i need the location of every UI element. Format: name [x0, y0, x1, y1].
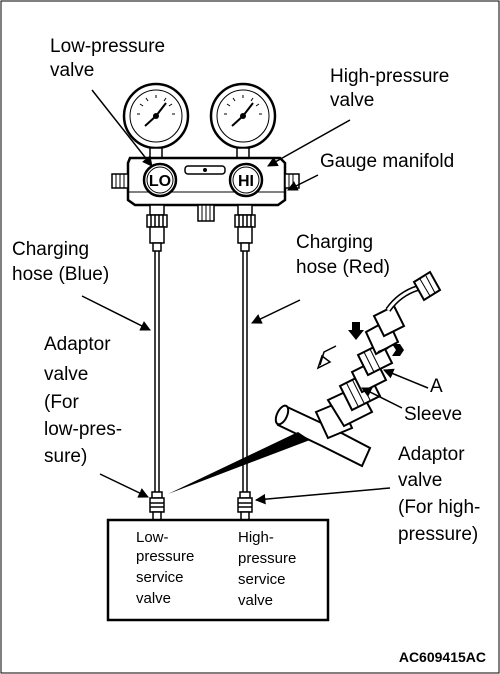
high-pressure-gauge	[209, 82, 277, 159]
svg-text:(For high-: (For high-	[398, 497, 480, 518]
detail-arrows	[316, 322, 404, 370]
label-charging-hose-blue: Charging hose (Blue)	[12, 239, 109, 285]
hi-valve-knob: HI	[228, 162, 264, 198]
svg-text:(For: (For	[44, 392, 80, 413]
svg-text:Low-: Low-	[136, 529, 169, 546]
svg-text:Charging: Charging	[296, 232, 373, 253]
svg-text:valve: valve	[330, 90, 374, 111]
svg-text:sure): sure)	[44, 446, 87, 467]
svg-text:valve: valve	[238, 592, 273, 609]
label-a: A	[430, 376, 443, 397]
leader-lines	[81, 89, 429, 505]
svg-text:service: service	[238, 571, 286, 588]
svg-text:low-pres-: low-pres-	[44, 419, 122, 440]
svg-text:hose (Blue): hose (Blue)	[12, 264, 109, 285]
label-low-pressure-valve: Low-pressure valve	[50, 36, 165, 81]
lo-badge: LO	[149, 173, 171, 190]
low-pressure-gauge	[122, 82, 190, 159]
svg-text:High-: High-	[238, 529, 274, 546]
svg-text:Adaptor: Adaptor	[398, 444, 465, 465]
gauge-manifold-body	[111, 156, 300, 222]
lo-valve-knob: LO	[142, 162, 178, 198]
adaptor-detail-view	[274, 270, 442, 468]
svg-text:valve: valve	[136, 590, 171, 607]
svg-text:Sleeve: Sleeve	[404, 404, 462, 425]
svg-text:service: service	[136, 569, 184, 586]
label-gauge-manifold: Gauge manifold	[320, 151, 454, 172]
label-high-pressure-valve: High-pressure valve	[330, 66, 449, 111]
high-hose-fitting	[234, 204, 256, 252]
svg-text:Low-pressure: Low-pressure	[50, 36, 165, 57]
zoom-pointer	[168, 432, 310, 494]
label-sleeve: Sleeve	[404, 404, 462, 425]
high-adaptor-valve	[237, 491, 253, 521]
svg-text:A: A	[430, 376, 443, 397]
label-low-service-valve: Low- pressure service valve	[136, 529, 194, 607]
svg-text:Charging: Charging	[12, 239, 89, 260]
charging-hoses	[154, 251, 248, 492]
svg-text:Adaptor: Adaptor	[44, 334, 111, 355]
svg-text:valve: valve	[398, 470, 442, 491]
label-high-service-valve: High- pressure service valve	[238, 529, 296, 609]
svg-text:Gauge manifold: Gauge manifold	[320, 151, 454, 172]
hi-badge: HI	[238, 173, 254, 190]
label-charging-hose-red: Charging hose (Red)	[296, 232, 390, 278]
svg-text:High-pressure: High-pressure	[330, 66, 449, 87]
low-hose-fitting	[146, 204, 168, 252]
svg-text:valve: valve	[44, 364, 88, 385]
label-adaptor-valve-low: Adaptor valve (For low-pres- sure)	[44, 334, 122, 467]
svg-text:pressure: pressure	[136, 548, 194, 565]
svg-text:hose (Red): hose (Red)	[296, 257, 390, 278]
svg-text:valve: valve	[50, 60, 94, 81]
label-adaptor-valve-high: Adaptor valve (For high- pressure)	[398, 444, 480, 545]
svg-text:pressure): pressure)	[398, 524, 478, 545]
low-adaptor-valve	[149, 491, 165, 521]
svg-text:pressure: pressure	[238, 550, 296, 567]
figure-code: AC609415AC	[399, 649, 486, 665]
service-valve-box	[106, 518, 330, 622]
